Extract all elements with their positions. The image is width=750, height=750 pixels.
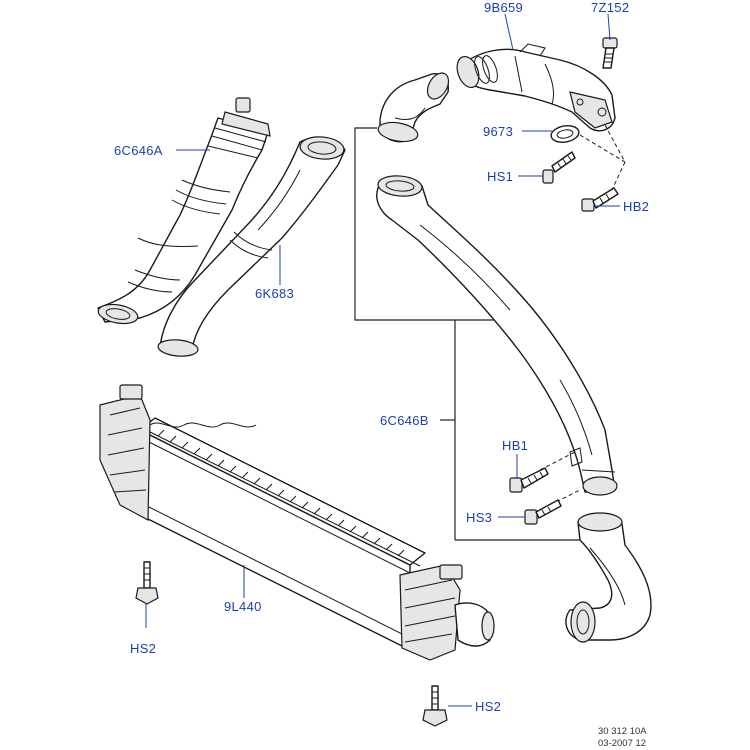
part-elbow-connector	[377, 72, 450, 143]
label-9673: 9673	[483, 124, 513, 139]
part-9673-gasket	[550, 125, 580, 143]
assembly-bracket	[354, 127, 585, 541]
part-hb1-bolt	[509, 467, 549, 493]
alignment-dashes	[539, 124, 626, 506]
label-9l440: 9L440	[224, 599, 262, 614]
label-hb2: HB2	[623, 199, 649, 214]
label-7z152: 7Z152	[591, 0, 629, 15]
fin-pattern	[157, 429, 405, 557]
part-lower-elbow-hose	[565, 512, 652, 643]
part-6c646a-hose	[97, 97, 271, 325]
reference-date: 03-2007 12	[598, 738, 646, 749]
part-hs1-screw	[542, 151, 576, 184]
label-9b659: 9B659	[484, 0, 523, 15]
label-6c646b: 6C646B	[380, 413, 429, 428]
label-hs1: HS1	[487, 169, 513, 184]
part-9b659-outlet-pipe	[456, 43, 616, 132]
part-hs2-screw-left	[135, 561, 159, 605]
part-9l440-intercooler	[99, 384, 495, 661]
label-hb1: HB1	[502, 438, 528, 453]
part-6k683-hose	[157, 136, 346, 357]
part-hs3-screw	[524, 499, 562, 525]
part-hs2-screw-bottom	[422, 685, 448, 727]
label-hs2-bottom: HS2	[475, 699, 501, 714]
part-hb2-bolt	[581, 187, 619, 212]
label-6c646a: 6C646A	[114, 143, 163, 158]
label-hs3: HS3	[466, 510, 492, 525]
label-hs2-left: HS2	[130, 641, 156, 656]
label-6k683: 6K683	[255, 286, 294, 301]
part-7z152-bolt	[602, 37, 618, 69]
leader-lines	[145, 13, 620, 707]
part-6c646b-hose	[376, 175, 618, 496]
reference-code: 30 312 10A	[598, 726, 647, 737]
